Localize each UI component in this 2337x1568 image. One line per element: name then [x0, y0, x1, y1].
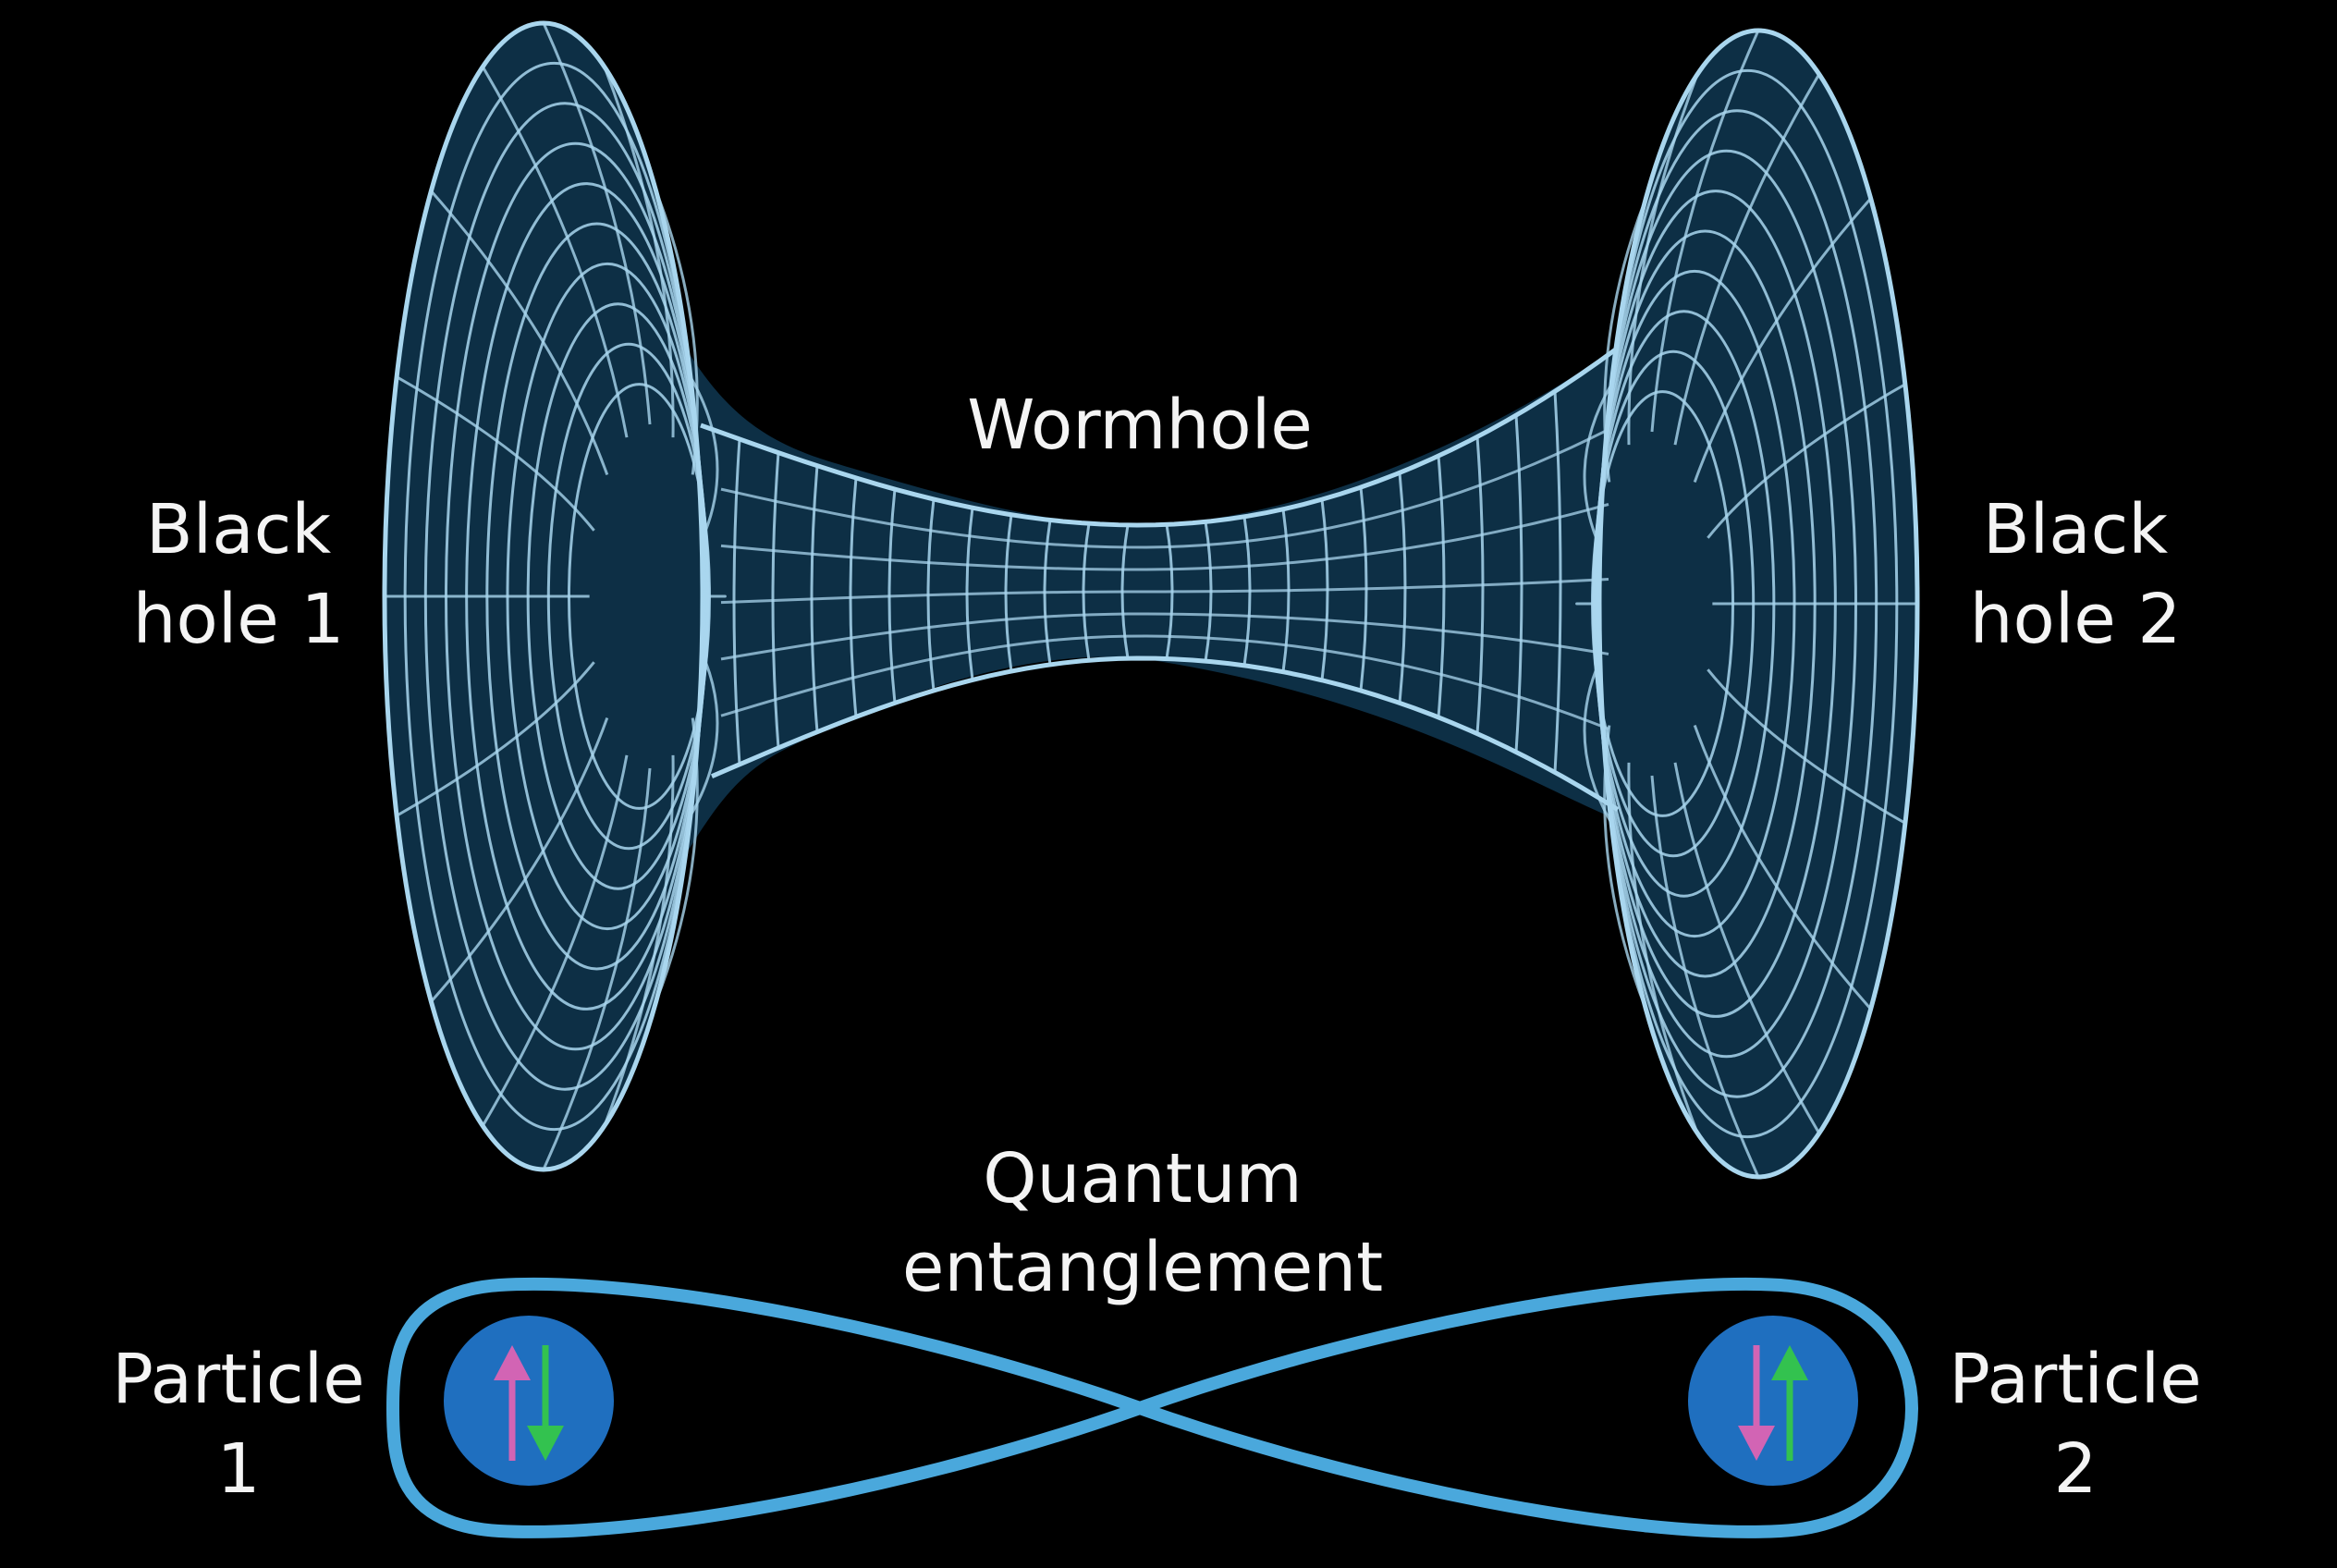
- grid-meridian: [1650, 30, 1760, 433]
- black-hole-1-label-line1: Black: [146, 490, 331, 570]
- black-hole-2-label-line2: hole 2: [1970, 580, 2182, 659]
- grid-meridian: [689, 661, 719, 817]
- grid-meridian: [1627, 73, 1699, 446]
- spin-up-arrow-icon-head: [494, 1345, 531, 1380]
- grid-meridian: [689, 375, 719, 532]
- entanglement-loop: [385, 1277, 1919, 1538]
- spin-down-arrow-icon-head: [1738, 1426, 1775, 1461]
- grid-meridian: [603, 66, 675, 438]
- grid-meridian: [481, 754, 629, 1127]
- particles: [444, 1316, 1858, 1486]
- black-hole-2-label-line1: Black: [1983, 490, 2168, 570]
- figure-eight-loop: [385, 1277, 1919, 1538]
- black-hole-1-funnel: [382, 20, 727, 1172]
- grid-meridian: [1583, 668, 1613, 825]
- throat-bottom-edge: [711, 655, 1620, 812]
- grid-meridian: [1603, 198, 1647, 483]
- grid-meridian: [396, 375, 595, 532]
- grid-meridian: [655, 717, 699, 1002]
- grid-meridian: [396, 661, 595, 817]
- particle-1-label-line2: 1: [216, 1429, 260, 1509]
- throat-longitude: [720, 503, 1609, 571]
- grid-meridian: [1673, 762, 1821, 1134]
- throat-fill: [647, 277, 1655, 915]
- particle-sphere: [444, 1316, 614, 1486]
- grid-meridian: [481, 66, 629, 438]
- particle-1: [444, 1316, 614, 1486]
- particle-1-label-line1: Particle: [112, 1340, 364, 1419]
- throat-longitude: [720, 612, 1609, 661]
- spin-down-arrow-icon-head: [527, 1426, 564, 1461]
- wormhole-surface: [382, 20, 1920, 1180]
- grid-meridian: [1693, 197, 1872, 483]
- throat-top-edge: [700, 346, 1620, 528]
- wormhole-label: Wormhole: [967, 386, 1313, 465]
- grid-meridian: [430, 717, 609, 1003]
- grid-meridian: [1603, 725, 1647, 1010]
- grid-meridian: [1707, 668, 1906, 825]
- grid-meridian: [1583, 383, 1613, 539]
- entanglement-label-line1: Quantum: [983, 1139, 1302, 1219]
- grid-meridian: [655, 190, 699, 475]
- grid-meridian: [1650, 775, 1760, 1178]
- grid-meridian: [542, 767, 652, 1170]
- grid-meridian: [1693, 725, 1872, 1011]
- particle-2-label-line1: Particle: [1949, 1340, 2201, 1419]
- particle-sphere: [1688, 1316, 1858, 1486]
- grid-meridian: [1707, 383, 1906, 539]
- grid-meridian: [430, 190, 609, 475]
- throat-longitude: [720, 428, 1609, 549]
- throat-longitude: [720, 577, 1609, 605]
- particle-2-label-line2: 2: [2053, 1429, 2097, 1509]
- spin-up-arrow-icon-head: [1771, 1345, 1808, 1380]
- grid-meridian: [1673, 73, 1821, 446]
- grid-meridian: [542, 22, 652, 425]
- throat-grid: [700, 346, 1620, 812]
- throat-longitude: [720, 634, 1609, 730]
- grid-meridian: [1627, 762, 1699, 1134]
- grid-meridian: [603, 754, 675, 1127]
- black-hole-1-label-line2: hole 1: [133, 580, 345, 659]
- black-hole-2-funnel: [1575, 28, 1920, 1180]
- entanglement-label-line2: entanglement: [902, 1228, 1383, 1307]
- particle-2: [1688, 1316, 1858, 1486]
